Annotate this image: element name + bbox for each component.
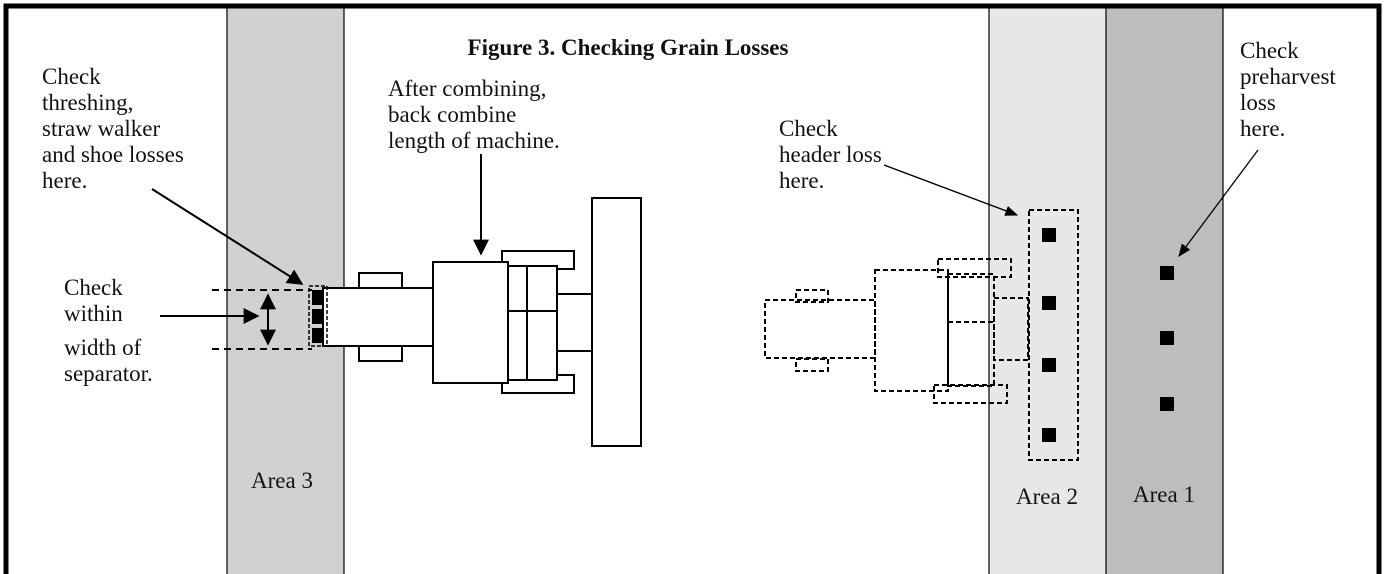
header-sample-outline	[1028, 209, 1079, 461]
label-line: Check	[1240, 38, 1299, 63]
ghost-front	[947, 273, 995, 387]
ghost-main-body	[874, 269, 949, 392]
figure-frame	[3, 3, 1382, 574]
area-3-label: Area 3	[251, 468, 313, 493]
label-separator: Check within width of separator.	[64, 275, 153, 386]
label-line: here.	[42, 168, 87, 193]
label-threshing: Check threshing, straw walker and shoe l…	[42, 64, 190, 193]
sample-bracket	[308, 285, 328, 347]
sample-square	[1042, 228, 1056, 242]
label-line: within	[64, 301, 123, 326]
label-header-loss: Check header loss here.	[779, 116, 888, 193]
preharvest-pointer	[1178, 149, 1259, 258]
label-line: Check	[64, 275, 123, 300]
sample-square	[312, 328, 324, 343]
label-line: Check	[42, 64, 101, 89]
combine-wheel-bottom	[358, 345, 403, 362]
label-line: here.	[1240, 116, 1285, 141]
label-line: Check	[779, 116, 838, 141]
combine-solid	[322, 197, 642, 447]
area-1-strip	[1106, 8, 1223, 574]
label-line: header loss	[779, 142, 882, 167]
sample-square	[1160, 397, 1174, 411]
ghost-wheel-top	[795, 289, 829, 303]
sample-square	[312, 290, 324, 305]
label-line: separator.	[64, 361, 153, 386]
area-1-label: Area 1	[1133, 482, 1195, 507]
label-line: and shoe losses	[42, 142, 184, 167]
ghost-wheel-bottom	[795, 358, 829, 372]
combine-header	[591, 197, 642, 447]
ghost-tank-bottom	[933, 384, 1008, 404]
label-line: After combining,	[388, 76, 546, 101]
sample-square	[1042, 428, 1056, 442]
combine-wheel-top	[358, 272, 403, 289]
threshing-pointer	[151, 188, 304, 285]
label-after-combining: After combining, back combine length of …	[388, 76, 560, 153]
sample-square	[1160, 266, 1174, 280]
ghost-feeder	[993, 297, 1029, 361]
label-line: length of machine.	[388, 128, 560, 153]
sample-square	[1042, 296, 1056, 310]
area-2-label: Area 2	[1016, 484, 1078, 509]
sample-square	[312, 309, 324, 324]
label-preharvest: Check preharvest loss here.	[1240, 38, 1342, 141]
label-line: loss	[1240, 90, 1276, 115]
label-line: back combine	[388, 102, 516, 127]
combine-front-upper	[507, 265, 558, 312]
label-line: straw walker	[42, 116, 160, 141]
combine-feeder	[556, 293, 593, 352]
label-line: here.	[779, 168, 824, 193]
combine-front-lower	[507, 310, 558, 381]
sample-square	[1160, 331, 1174, 345]
ghost-rear-body	[764, 299, 876, 359]
label-line: width of	[64, 335, 142, 360]
combine-rear-body	[322, 287, 435, 347]
area-2-strip	[989, 8, 1106, 574]
label-line: preharvest	[1240, 64, 1336, 89]
combine-dashed	[764, 258, 1029, 404]
combine-main-body	[432, 261, 509, 384]
ghost-tank-top	[937, 258, 1012, 278]
figure-title: Figure 3. Checking Grain Losses	[468, 35, 789, 60]
sample-square	[1042, 358, 1056, 372]
header-loss-pointer	[883, 164, 1019, 216]
label-line: threshing,	[42, 90, 133, 115]
